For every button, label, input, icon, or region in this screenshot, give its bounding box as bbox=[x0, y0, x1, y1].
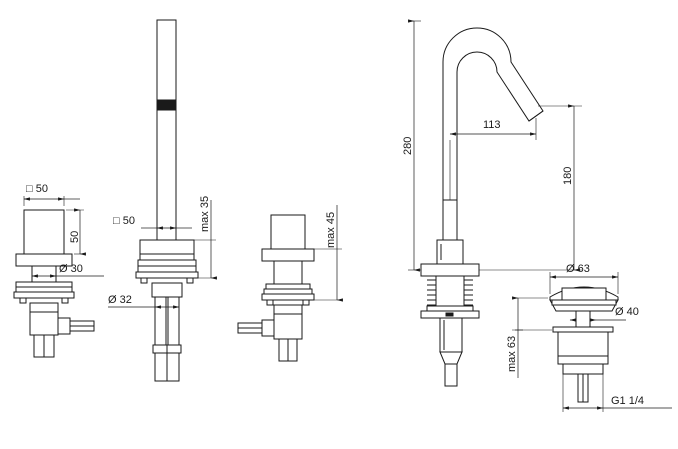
left-valve-nut-right bbox=[61, 297, 69, 304]
dims-left-valve: □ 50 50 Ø 30 bbox=[23, 183, 104, 281]
figure-gooseneck-spout bbox=[420, 27, 544, 387]
hand-spray-tail-left bbox=[154, 352, 168, 382]
right-valve-neck bbox=[273, 260, 303, 285]
spout-hose-tail bbox=[444, 363, 458, 387]
spout-gooseneck-body bbox=[442, 27, 544, 241]
right-valve-ring-2 bbox=[263, 288, 313, 295]
left-valve-handle bbox=[23, 209, 65, 255]
dim-left-height-50: 50 bbox=[69, 231, 81, 243]
hand-spray-cap-flange bbox=[139, 239, 195, 255]
right-valve-body bbox=[273, 304, 303, 340]
dim-spray-dia-32: Ø 32 bbox=[108, 294, 132, 306]
dim-waste-dia-63: Ø 63 bbox=[566, 263, 590, 275]
hand-spray-tail-right bbox=[166, 352, 180, 382]
hand-spray-band bbox=[156, 99, 177, 111]
hand-spray-ring-3 bbox=[137, 265, 197, 273]
dims-popup-waste: Ø 63 max 63 Ø 40 G1 1/4 bbox=[506, 263, 672, 412]
dim-spray-square-50: □ 50 bbox=[113, 215, 135, 227]
spout-thread-hatch bbox=[427, 279, 473, 306]
waste-cap-lip bbox=[551, 299, 617, 306]
spout-nut-key bbox=[445, 312, 454, 317]
dim-spout-180: 180 bbox=[562, 167, 574, 185]
dim-waste-max-63: max 63 bbox=[506, 336, 518, 372]
dim-waste-thread: G1 1/4 bbox=[611, 395, 644, 407]
right-valve-side-hex bbox=[261, 319, 275, 337]
dims-gooseneck-spout: 280 113 180 bbox=[402, 19, 582, 272]
hand-spray-nut-left bbox=[140, 277, 148, 284]
right-valve-cap-flange bbox=[261, 248, 315, 262]
spout-deck-flange bbox=[420, 263, 480, 277]
dim-left-dia-30: Ø 30 bbox=[59, 263, 83, 275]
left-valve-side-hex bbox=[57, 317, 71, 335]
dim-spray-max-35: max 35 bbox=[199, 196, 211, 232]
left-valve-ring-2 bbox=[15, 286, 73, 293]
spout-lower-body bbox=[439, 317, 463, 353]
left-valve-neck bbox=[31, 265, 57, 283]
figure-hand-spray bbox=[135, 19, 199, 382]
right-valve-nut-left bbox=[266, 299, 274, 306]
waste-thread-sleeve bbox=[562, 363, 604, 375]
hand-spray-shank bbox=[151, 282, 183, 298]
waste-seat-flange bbox=[552, 326, 614, 333]
spout-threaded-shank bbox=[435, 275, 465, 307]
waste-stem bbox=[575, 310, 591, 328]
hand-spray-coupling-right bbox=[166, 344, 182, 354]
hand-spray-column bbox=[156, 19, 177, 241]
hand-spray-ring-1 bbox=[139, 253, 195, 261]
dim-waste-dia-40: Ø 40 bbox=[615, 306, 639, 318]
right-valve-nut-right bbox=[302, 299, 310, 306]
hand-spray-hose-left bbox=[154, 296, 167, 346]
hand-spray-ring-4 bbox=[135, 271, 199, 279]
right-valve-handle bbox=[270, 214, 306, 250]
left-valve-ring-3 bbox=[13, 291, 75, 299]
figure-popup-waste bbox=[549, 286, 619, 403]
waste-body bbox=[557, 331, 609, 365]
right-valve-ring-1 bbox=[265, 283, 311, 290]
hand-spray-nut-right bbox=[186, 277, 194, 284]
hand-spray-hose-right bbox=[167, 296, 180, 346]
figure-left-valve bbox=[13, 209, 95, 358]
hand-spray-ring-2 bbox=[137, 259, 197, 267]
dims-right-valve: max 45 bbox=[314, 205, 343, 302]
spout-lock-washer bbox=[426, 305, 474, 312]
dim-spout-280: 280 bbox=[402, 137, 414, 155]
waste-cap-inner bbox=[561, 287, 607, 301]
left-valve-ring-1 bbox=[15, 281, 73, 288]
hand-spray-coupling-left bbox=[152, 344, 168, 354]
right-valve-ring-3 bbox=[261, 293, 315, 301]
dim-spout-113: 113 bbox=[483, 119, 501, 131]
dims-hand-spray: □ 50 max 35 Ø 32 bbox=[108, 196, 217, 312]
left-valve-nut-left bbox=[19, 297, 27, 304]
spout-column bbox=[442, 199, 458, 241]
spout-outlet-tip bbox=[528, 110, 544, 122]
left-valve-body bbox=[29, 302, 59, 336]
figure-right-valve bbox=[237, 214, 315, 362]
dim-left-square-50: □ 50 bbox=[26, 183, 48, 195]
dim-right-max-45: max 45 bbox=[325, 212, 337, 248]
